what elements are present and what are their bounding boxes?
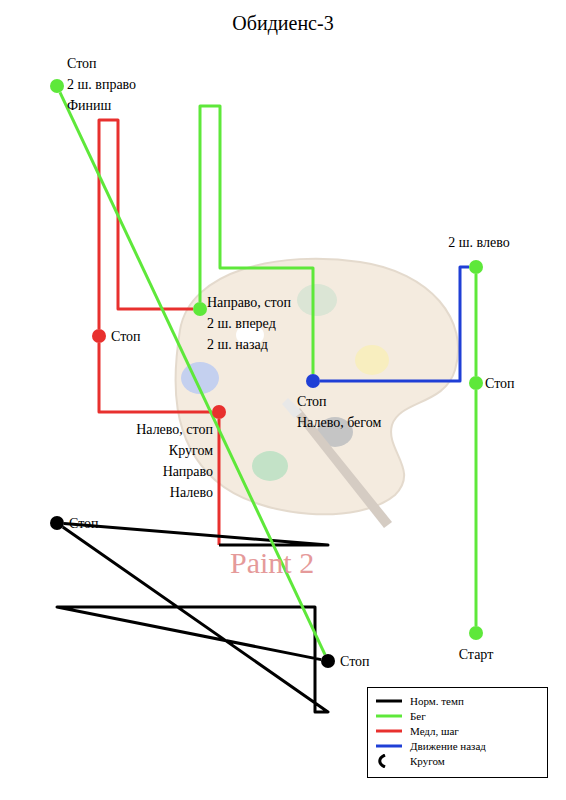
route-point: СтопНалево, бегом bbox=[306, 374, 320, 388]
route-line bbox=[99, 120, 193, 329]
legend-sample bbox=[374, 709, 404, 723]
route-point: Налево, стопКругомНаправоНалево bbox=[212, 405, 226, 419]
legend-row: Медл, шаг bbox=[374, 723, 541, 738]
legend-sample bbox=[374, 754, 404, 768]
watermark-text: Paint 2 bbox=[230, 546, 314, 580]
legend-box: Норм. темпБегМедл, шагДвижение назадКруг… bbox=[367, 687, 548, 778]
point-label: Стоп bbox=[340, 651, 370, 672]
line-sample bbox=[376, 744, 402, 747]
legend-text: Норм. темп bbox=[410, 695, 464, 707]
legend-row: Движение назад bbox=[374, 738, 541, 753]
route-line bbox=[475, 390, 478, 626]
command-text: Налево, стоп bbox=[136, 419, 213, 440]
point-label: Стоп bbox=[111, 326, 141, 347]
route-segment bbox=[60, 92, 325, 654]
point-label: Направо, стоп2 ш. вперед2 ш. назад bbox=[207, 292, 291, 355]
command-text: Стоп bbox=[67, 53, 136, 74]
point-label: Стоп bbox=[485, 373, 515, 394]
route-point: Старт bbox=[469, 626, 483, 640]
command-text: 2 ш. влево bbox=[448, 232, 509, 253]
legend-row: Бег bbox=[374, 708, 541, 723]
point-label: СтопНалево, бегом bbox=[297, 391, 381, 433]
legend-row: Норм. темп bbox=[374, 693, 541, 708]
route-segment bbox=[64, 419, 328, 545]
command-text: Стоп bbox=[69, 513, 99, 534]
legend-text: Кругом bbox=[410, 755, 445, 767]
route-line bbox=[57, 527, 328, 712]
route-point: Стоп bbox=[321, 654, 335, 668]
route-segment bbox=[320, 267, 469, 381]
legend-text: Движение назад bbox=[410, 740, 486, 752]
route-point: Стоп bbox=[50, 516, 64, 530]
legend-sample bbox=[374, 739, 404, 753]
legend-row: Кругом bbox=[374, 753, 541, 768]
command-text: Кругом bbox=[136, 440, 213, 461]
point-label: Налево, стопКругомНаправоНалево bbox=[136, 419, 213, 503]
route-point: Стоп bbox=[469, 376, 483, 390]
route-segment bbox=[99, 120, 193, 329]
route-segment bbox=[57, 527, 328, 712]
turn-symbol bbox=[380, 755, 385, 767]
command-text: Стоп bbox=[340, 651, 370, 672]
route-line bbox=[60, 92, 325, 654]
command-text: 2 ш. назад bbox=[207, 334, 291, 355]
route-segment bbox=[200, 106, 313, 374]
route-line bbox=[475, 274, 478, 376]
route-segment bbox=[476, 274, 477, 376]
command-text: Направо, стоп bbox=[207, 292, 291, 313]
point-label: Стоп bbox=[69, 513, 99, 534]
command-text: Стоп bbox=[111, 326, 141, 347]
legend-sample bbox=[374, 694, 404, 708]
route-line bbox=[320, 267, 469, 381]
line-sample bbox=[376, 729, 402, 732]
route-segment bbox=[476, 390, 477, 626]
legend-text: Бег bbox=[410, 710, 426, 722]
route-line bbox=[200, 106, 313, 374]
point-label: Стоп2 ш. вправоФиниш bbox=[67, 53, 136, 116]
point-label: 2 ш. влево bbox=[448, 232, 509, 253]
route-point: Стоп bbox=[92, 329, 106, 343]
command-text: Направо bbox=[136, 461, 213, 482]
command-text: Финиш bbox=[67, 95, 136, 116]
command-text: Налево bbox=[136, 482, 213, 503]
command-text: Стоп bbox=[485, 373, 515, 394]
legend-text: Медл, шаг bbox=[410, 725, 459, 737]
line-sample bbox=[376, 714, 402, 717]
command-text: Старт bbox=[459, 644, 494, 665]
point-label: Старт bbox=[459, 644, 494, 665]
command-text: Налево, бегом bbox=[297, 412, 381, 433]
route-point: Направо, стоп2 ш. вперед2 ш. назад bbox=[193, 302, 207, 316]
command-text: Стоп bbox=[297, 391, 381, 412]
route-point: 2 ш. влево bbox=[469, 260, 483, 274]
route-line bbox=[218, 419, 221, 545]
command-text: 2 ш. вперед bbox=[207, 313, 291, 334]
route-point: Стоп2 ш. вправоФиниш bbox=[50, 79, 64, 93]
legend-sample bbox=[374, 724, 404, 738]
command-text: 2 ш. вправо bbox=[67, 74, 136, 95]
line-sample bbox=[376, 699, 402, 702]
diagram-title: Обидиенс-3 bbox=[0, 12, 566, 35]
route-line bbox=[64, 524, 328, 545]
